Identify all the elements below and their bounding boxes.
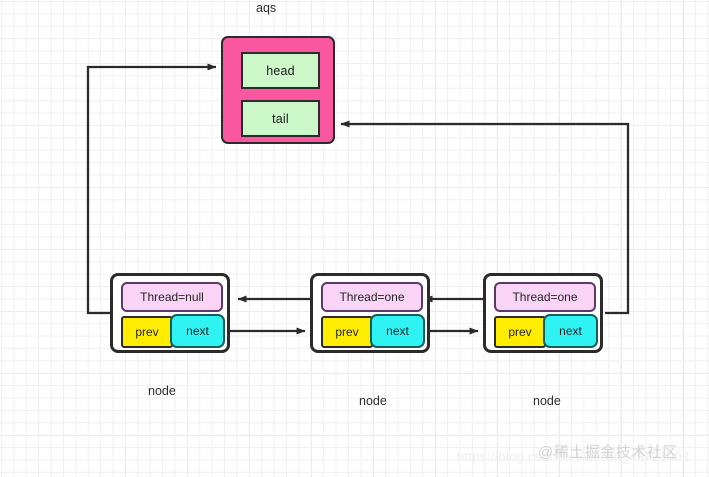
node-caption-1: node	[148, 384, 176, 398]
node-card-2: Thread=one prev next	[310, 273, 430, 353]
thread-field: Thread=null	[121, 282, 223, 312]
node-card-3: Thread=one prev next	[483, 273, 603, 353]
watermark-url: https://blog.csdn.net/weixin_43721003	[457, 449, 690, 464]
aqs-tail-slot: tail	[241, 100, 320, 137]
node-caption-2: node	[359, 394, 387, 408]
next-field: next	[170, 314, 225, 348]
node-card-1: Thread=null prev next	[110, 273, 230, 353]
thread-field: Thread=one	[321, 282, 423, 312]
aqs-caption: aqs	[256, 1, 277, 15]
aqs-container: head tail	[221, 36, 335, 144]
aqs-head-slot: head	[241, 52, 320, 89]
node-caption-3: node	[533, 394, 561, 408]
next-field: next	[543, 314, 598, 348]
prev-field: prev	[121, 316, 173, 348]
watermark-brand: @稀土掘金技术社区	[538, 444, 678, 461]
prev-field: prev	[494, 316, 546, 348]
prev-field: prev	[321, 316, 373, 348]
next-field: next	[370, 314, 425, 348]
thread-field: Thread=one	[494, 282, 596, 312]
